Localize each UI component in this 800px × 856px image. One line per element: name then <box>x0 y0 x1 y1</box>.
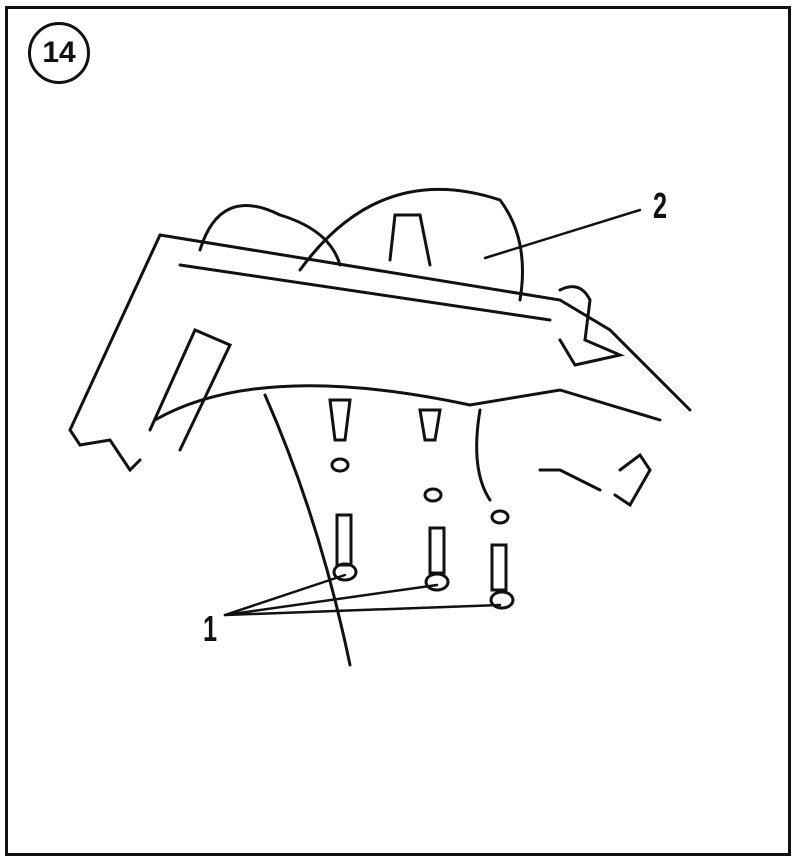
callout-2: 2 <box>653 185 668 226</box>
screws <box>328 398 515 610</box>
leader-lines <box>223 208 642 617</box>
step-number-badge: 14 <box>28 22 90 84</box>
callout-1: 1 <box>203 608 218 649</box>
housing <box>68 187 692 667</box>
